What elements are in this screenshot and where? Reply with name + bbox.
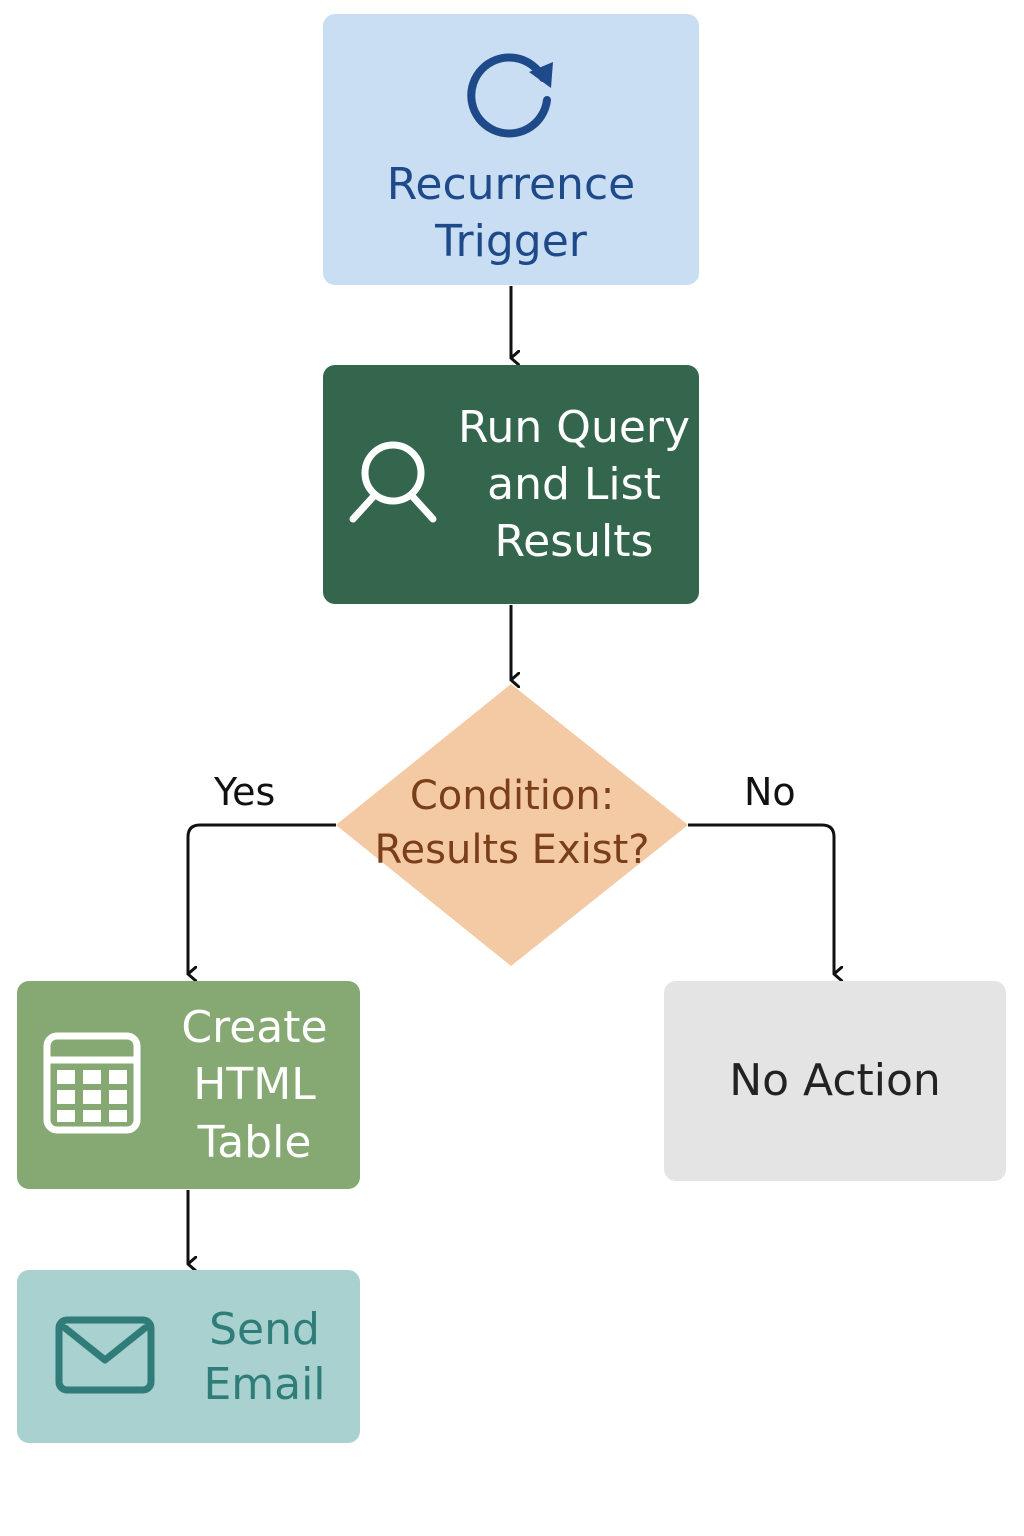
condition-label: Condition: Results Exist? — [374, 773, 650, 873]
yes-branch-label: Yes — [214, 770, 276, 814]
run-query-node[interactable]: Run Query and List Results — [323, 365, 699, 604]
send-email-label: Send Email — [203, 1303, 326, 1410]
mail-icon — [55, 1316, 155, 1398]
connector-no-to-no-action — [688, 823, 834, 974]
no-action-label: No Action — [729, 1055, 941, 1107]
condition-diamond[interactable] — [336, 684, 688, 966]
create-html-table-label: Create HTML Table — [181, 1002, 328, 1168]
send-email-node[interactable]: Send Email — [17, 1270, 360, 1443]
refresh-icon — [463, 42, 559, 142]
search-icon — [347, 437, 439, 533]
run-query-label: Run Query and List Results — [457, 401, 691, 568]
create-html-table-node[interactable]: Create HTML Table — [17, 981, 360, 1189]
table-icon — [43, 1032, 141, 1138]
recurrence-trigger-label: Recurrence Trigger — [386, 159, 636, 268]
no-branch-label: No — [744, 770, 796, 814]
no-action-node[interactable]: No Action — [664, 981, 1006, 1181]
recurrence-trigger-node[interactable]: Recurrence Trigger — [323, 14, 699, 285]
connector-yes-to-table — [186, 823, 336, 974]
